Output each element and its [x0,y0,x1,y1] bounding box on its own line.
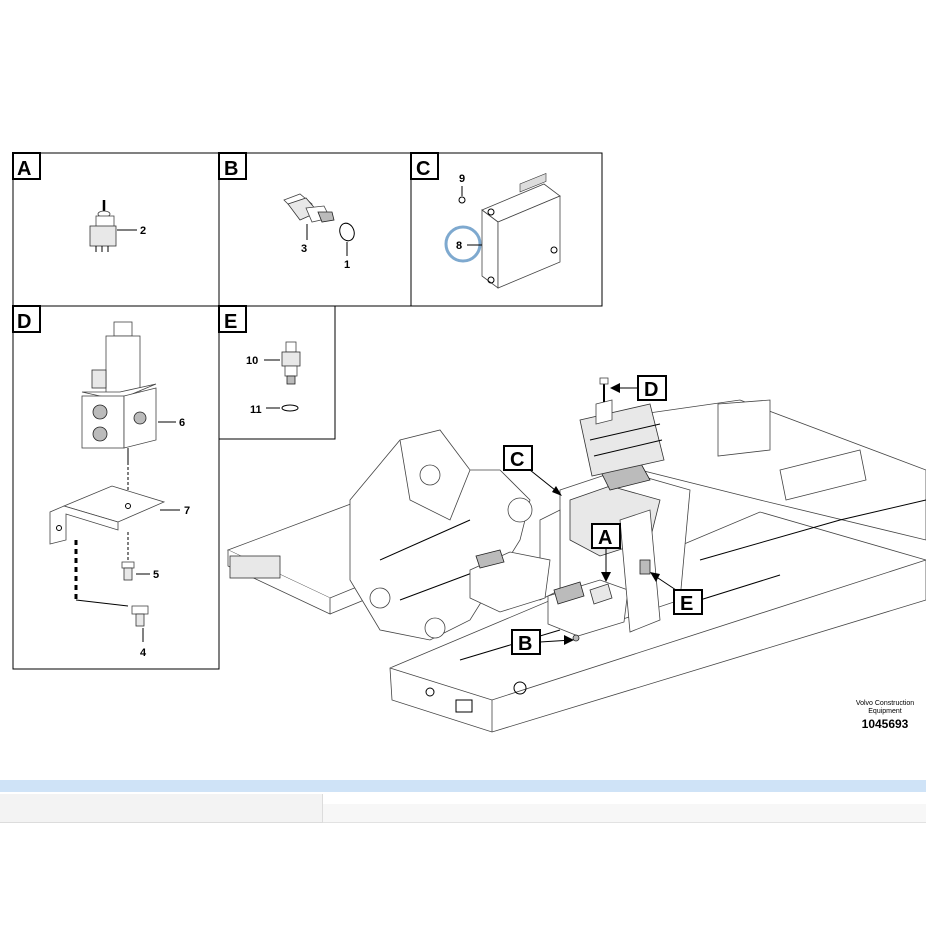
callout-b-letter: B [518,633,532,655]
part-number-4: 4 [140,647,147,659]
control-unit-part [481,172,561,289]
pressure-sensor-part [283,193,335,223]
bottom-right-pane[interactable] [323,804,926,823]
callout-leaders [529,383,677,645]
callout-d: D [637,375,667,401]
callout-a-letter: A [598,527,612,549]
highlight-circle [444,225,482,263]
bottom-toolbar [0,780,926,824]
callout-c-letter: C [510,449,524,471]
callout-d-letter: D [644,379,658,401]
part-number-3: 3 [301,243,307,255]
part-number-5: 5 [153,569,159,581]
part-number-10: 10 [246,355,258,367]
callout-b: B [511,629,541,655]
screw-part [458,196,466,204]
panel-a: A 2 [12,152,220,307]
seal-ring-part [281,404,299,412]
bottom-left-pane[interactable] [0,794,323,823]
callout-e-letter: E [680,593,693,615]
solenoid-valve-part [81,321,157,462]
panel-b: B 3 1 [218,152,412,307]
callout-e: E [673,589,703,615]
bolt-4-part [131,605,149,627]
panel-a-letter: A [17,158,31,180]
callout-c: C [503,445,533,471]
panel-d-letter: D [17,311,31,333]
part-number-2: 2 [140,225,146,237]
panel-d: D 6 7 5 [12,305,220,670]
toggle-switch-part [89,200,117,252]
o-ring-part [339,222,355,242]
panel-c: C 9 8 [410,152,603,307]
panel-e-letter: E [224,311,237,333]
bolt-5-part [121,561,135,581]
callout-a: A [591,523,621,549]
document-number: 1045693 [862,717,909,731]
sensor-e-part [281,341,301,385]
part-number-6: 6 [179,417,185,429]
bottom-toolbar-stripe [0,780,926,792]
machine-frame-drawing [226,377,926,733]
brand-line-1: Volvo Construction [856,700,914,707]
brand-line-2: Equipment [868,708,902,715]
part-number-9: 9 [459,173,465,185]
panel-c-letter: C [416,158,430,180]
mounting-bracket-part [49,485,166,545]
part-number-8: 8 [456,240,462,252]
part-number-11: 11 [250,404,262,416]
part-number-7: 7 [184,505,190,517]
part-number-1: 1 [344,259,350,271]
panel-b-letter: B [224,158,238,180]
panel-e: E 10 11 [218,305,336,440]
